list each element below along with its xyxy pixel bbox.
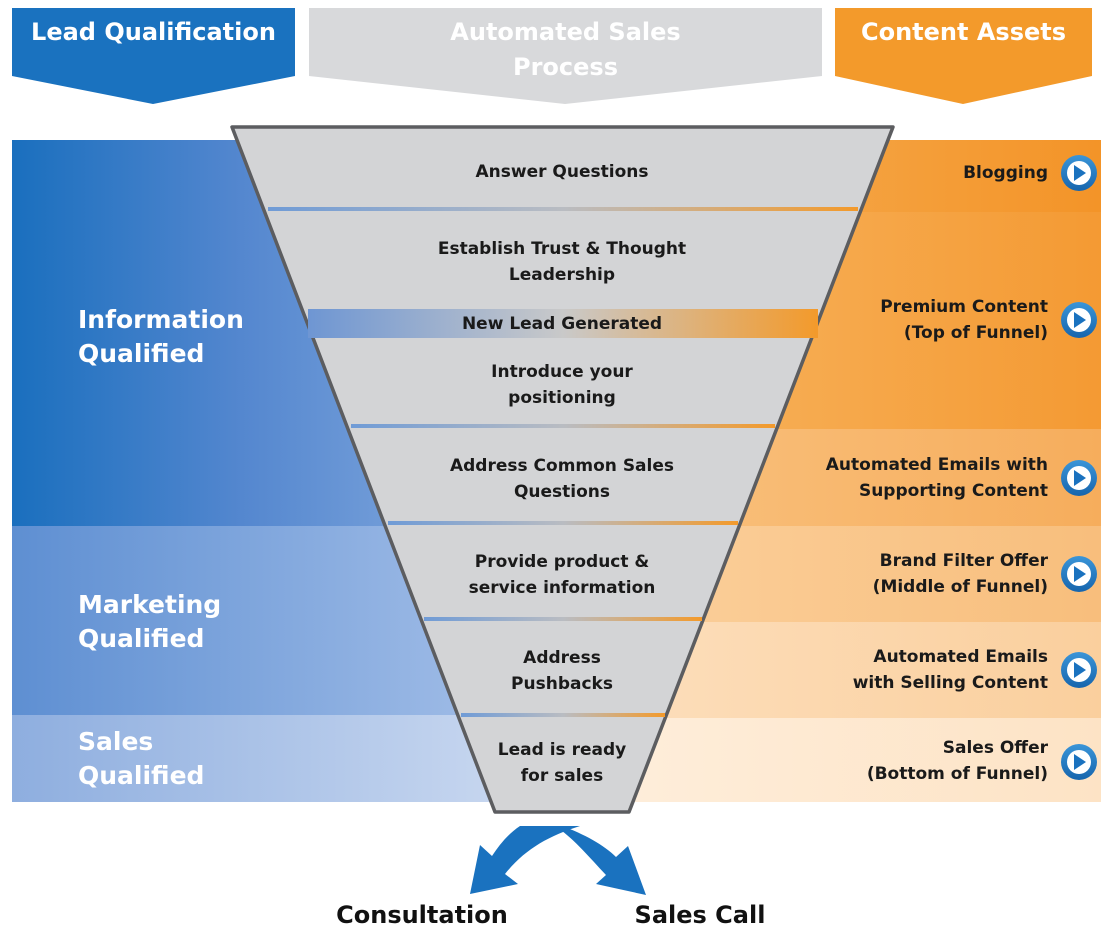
lead-qualification-banner <box>12 8 295 104</box>
asset-brand-filter-offer[interactable]: Brand Filter Offer (Middle of Funnel) <box>872 551 1048 597</box>
funnel-step-address-common-questions: Address Common Sales Questions <box>449 456 675 502</box>
new-lead-generated-bar <box>308 309 818 338</box>
funnel-step-address-pushbacks: Address Pushbacks <box>511 648 613 694</box>
marketing-qualified-label: Marketing Qualified <box>78 590 222 653</box>
asset-sales-offer[interactable]: Sales Offer (Bottom of Funnel) <box>866 738 1048 784</box>
funnel-separator <box>388 521 738 525</box>
play-icon[interactable] <box>1061 744 1097 780</box>
funnel-step-establish-trust: Establish Trust & Thought Leadership <box>437 239 687 285</box>
content-assets-banner <box>835 8 1092 104</box>
sales-qualified-band <box>12 715 522 802</box>
asset-automated-emails-supporting[interactable]: Automated Emails with Supporting Content <box>825 455 1048 501</box>
funnel-separator <box>424 617 702 621</box>
funnel-step-new-lead-generated: New Lead Generated <box>461 313 663 334</box>
funnel-step-lead-ready: Lead is ready for sales <box>497 740 627 786</box>
play-icon[interactable] <box>1061 652 1097 688</box>
play-icon[interactable] <box>1061 460 1097 496</box>
content-assets-header: Content Assets <box>860 17 1067 46</box>
asset-premium-content[interactable]: Premium Content (Top of Funnel) <box>880 297 1048 343</box>
funnel-step-answer-questions: Answer Questions <box>475 162 649 182</box>
play-icon[interactable] <box>1061 556 1097 592</box>
funnel-step-introduce-positioning: Introduce your positioning <box>491 362 633 408</box>
sales-qualified-label: Sales Qualified <box>78 727 205 790</box>
funnel-separator <box>268 207 858 211</box>
lead-qualification-header: Lead Qualification <box>31 17 276 46</box>
funnel-separator <box>351 424 775 428</box>
play-icon[interactable] <box>1061 155 1097 191</box>
consultation-label: Consultation <box>336 901 508 929</box>
funnel-separator <box>461 713 665 717</box>
asset-automated-emails-selling[interactable]: Automated Emails with Selling Content <box>852 647 1048 693</box>
play-icon[interactable] <box>1061 302 1097 338</box>
asset-blogging[interactable]: Blogging <box>963 163 1048 183</box>
sales-funnel <box>230 125 895 814</box>
sales-call-label: Sales Call <box>634 901 766 929</box>
sales-call-arrow <box>558 826 646 895</box>
information-qualified-label: Information Qualified <box>78 305 244 368</box>
consultation-arrow <box>470 826 580 894</box>
funnel-step-provide-information: Provide product & service information <box>468 552 656 598</box>
automated-sales-process-header: Automated Sales Process <box>450 18 681 81</box>
automated-sales-process-banner <box>309 8 822 104</box>
